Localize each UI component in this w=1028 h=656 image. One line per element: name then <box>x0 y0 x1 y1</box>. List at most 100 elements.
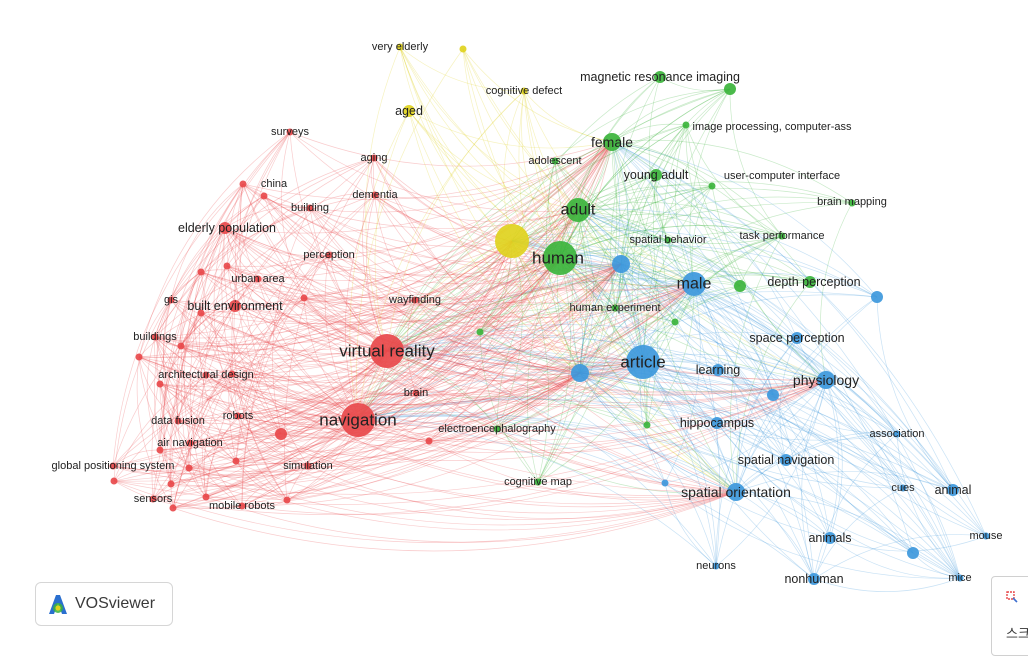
network-node-red[interactable] <box>167 480 175 488</box>
network-node-red[interactable] <box>238 502 246 510</box>
node-label[interactable]: female <box>591 134 633 150</box>
network-node-red[interactable] <box>223 262 231 270</box>
network-node-red[interactable] <box>304 462 312 470</box>
network-node-red[interactable] <box>425 437 433 445</box>
node-label[interactable]: built environment <box>187 299 283 313</box>
network-node-red[interactable] <box>370 334 404 368</box>
network-node-red[interactable] <box>232 457 240 465</box>
network-node-red[interactable] <box>412 389 420 397</box>
network-node-green[interactable] <box>603 133 621 151</box>
network-node-red[interactable] <box>177 342 185 350</box>
network-node-green[interactable] <box>650 169 662 181</box>
network-node-red[interactable] <box>156 380 164 388</box>
node-label[interactable]: mice <box>948 572 971 584</box>
network-node-red[interactable] <box>169 504 177 512</box>
network-node-blue[interactable] <box>947 484 959 496</box>
network-node-red[interactable] <box>260 192 268 200</box>
network-node-green[interactable] <box>734 280 746 292</box>
node-label[interactable]: cognitive defect <box>486 85 562 97</box>
network-node-red[interactable] <box>283 496 291 504</box>
network-node-green[interactable] <box>534 478 542 486</box>
node-label[interactable]: brain mapping <box>817 196 887 208</box>
node-label[interactable]: adolescent <box>528 155 581 167</box>
network-node-red[interactable] <box>197 309 205 317</box>
node-label[interactable]: neurons <box>696 560 736 572</box>
network-node-blue[interactable] <box>727 483 745 501</box>
node-label[interactable]: cognitive map <box>504 476 572 488</box>
node-label[interactable]: urban area <box>231 273 285 285</box>
network-node-blue[interactable] <box>871 291 883 303</box>
network-node-red[interactable] <box>167 296 175 304</box>
network-node-red[interactable] <box>202 493 210 501</box>
network-node-blue[interactable] <box>893 430 901 438</box>
node-label[interactable]: robots <box>223 410 254 422</box>
node-label[interactable]: male <box>677 276 712 293</box>
node-label[interactable]: virtual reality <box>339 342 435 361</box>
node-label[interactable]: cues <box>891 482 915 494</box>
node-label[interactable]: china <box>261 178 288 190</box>
network-node-green[interactable] <box>476 328 484 336</box>
vosviewer-brand-button[interactable]: VOSviewer <box>35 582 173 626</box>
network-node-yellow[interactable] <box>459 45 467 53</box>
node-label[interactable]: building <box>291 202 329 214</box>
network-node-blue[interactable] <box>956 574 964 582</box>
network-node-red[interactable] <box>109 462 117 470</box>
node-label[interactable]: image processing, computer-ass <box>693 121 852 133</box>
node-label[interactable]: architectural design <box>158 369 253 381</box>
node-label[interactable]: simulation <box>283 460 333 472</box>
node-label[interactable]: space perception <box>749 331 844 345</box>
network-node-red[interactable] <box>286 128 294 136</box>
node-label[interactable]: magnetic resonance imaging <box>580 70 740 84</box>
network-node-red[interactable] <box>202 371 210 379</box>
network-node-red[interactable] <box>156 446 164 454</box>
network-node-green[interactable] <box>493 425 501 433</box>
network-node-red[interactable] <box>411 296 419 304</box>
node-label[interactable]: association <box>869 428 924 440</box>
node-label[interactable]: nonhuman <box>784 572 843 586</box>
network-node-blue[interactable] <box>612 255 630 273</box>
node-label[interactable]: surveys <box>271 126 309 138</box>
network-node-blue[interactable] <box>899 484 907 492</box>
network-node-green[interactable] <box>664 236 672 244</box>
network-node-green[interactable] <box>671 318 679 326</box>
node-label[interactable]: user-computer interface <box>724 170 840 182</box>
node-label[interactable]: sensors <box>134 493 173 505</box>
node-label[interactable]: mouse <box>969 530 1002 542</box>
node-label[interactable]: physiology <box>793 372 859 388</box>
network-node-green[interactable] <box>682 121 690 129</box>
node-label[interactable]: spatial behavior <box>629 234 706 246</box>
network-node-blue[interactable] <box>767 389 779 401</box>
network-node-yellow[interactable] <box>520 87 528 95</box>
network-node-red[interactable] <box>186 439 194 447</box>
node-label[interactable]: electroencephalography <box>438 423 556 435</box>
node-label[interactable]: article <box>620 353 665 372</box>
network-node-red[interactable] <box>254 275 262 283</box>
network-node-green[interactable] <box>848 199 856 207</box>
network-node-blue[interactable] <box>824 532 836 544</box>
node-label[interactable]: air navigation <box>157 437 222 449</box>
network-node-red[interactable] <box>219 222 231 234</box>
node-label[interactable]: learning <box>696 363 741 377</box>
network-node-red[interactable] <box>228 370 236 378</box>
network-node-green[interactable] <box>566 198 590 222</box>
node-label[interactable]: buildings <box>133 331 177 343</box>
network-node-blue[interactable] <box>780 454 792 466</box>
network-node-green[interactable] <box>804 276 816 288</box>
network-node-blue[interactable] <box>712 562 720 570</box>
node-label[interactable]: gis <box>164 294 179 306</box>
network-node-blue[interactable] <box>907 547 919 559</box>
network-node-yellow[interactable] <box>495 224 529 258</box>
network-node-blue[interactable] <box>571 364 589 382</box>
node-label[interactable]: task performance <box>740 230 825 242</box>
network-node-green[interactable] <box>654 71 666 83</box>
node-label[interactable]: wayfinding <box>388 294 441 306</box>
network-node-red[interactable] <box>229 300 241 312</box>
node-label[interactable]: spatial orientation <box>681 484 791 500</box>
network-node-yellow[interactable] <box>396 43 404 51</box>
network-node-red[interactable] <box>325 251 333 259</box>
corner-popup-panel[interactable]: 스크 <box>991 576 1028 656</box>
node-label[interactable]: very elderly <box>372 41 429 53</box>
node-label[interactable]: navigation <box>319 411 397 430</box>
network-node-red[interactable] <box>174 417 182 425</box>
node-label[interactable]: human experiment <box>569 302 660 314</box>
